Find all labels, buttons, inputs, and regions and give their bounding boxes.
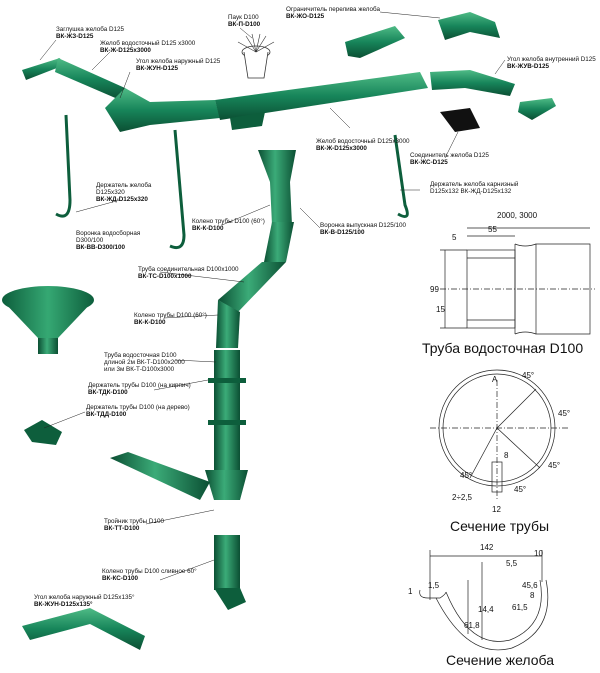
label-corner-135: Угол желоба наружный D125х135°ВК-ЖУН-D12… [34,594,135,609]
dim-55b: 5,5 [506,559,518,568]
gutter-middle [215,72,428,130]
title-gutter-section: Сечение желоба [446,652,555,668]
angle-5: 45° [460,471,472,480]
overflow-limiter [345,12,500,58]
gutter-holders [55,114,409,250]
angle-4: 45° [514,485,526,494]
dim-12: 12 [492,505,501,514]
leader-lines [39,11,506,581]
dim-456: 45,6 [522,581,538,590]
dim-618: 61,8 [464,621,480,630]
downpipe-assembly [110,150,296,610]
dim-99: 99 [430,285,439,294]
dim-5: 5 [452,233,457,242]
section-a: A [492,375,498,384]
collector-funnel [2,286,94,354]
label-elbow-1: Колено трубы D100 (60°)ВК-К-D100 [192,218,265,233]
pipe-holder-wood [24,420,62,445]
label-elbow-2: Колено трубы D100 (60°)ВК-К-D100 [134,312,207,327]
gutter-left [22,58,220,132]
dim-144: 14,4 [478,605,494,614]
dim-142: 142 [480,543,494,552]
dim-10: 10 [534,549,543,558]
dim-thickness: 2÷2,5 [452,493,473,502]
label-holder-wood: Держатель трубы D100 (на дерево)ВК-ТДД-D… [86,404,190,419]
dim-8b: 8 [530,591,535,600]
dim-length: 2000, 3000 [497,211,538,220]
dim-15: 15 [436,305,445,314]
gutter-corner-135 [22,608,145,650]
dim-55: 55 [488,225,497,234]
gutter-connector [440,108,480,132]
title-pipe-section: Сечение трубы [450,518,550,534]
dim-615: 61,5 [512,603,528,612]
angle-3: 45° [548,461,560,470]
title-pipe: Труба водосточная D100 [422,340,584,356]
angle-1: 45° [522,371,534,380]
label-holder-brick: Держатель трубы D100 (на кирпич)ВК-ТДК-D… [88,382,191,397]
dim-8: 8 [504,451,509,460]
dim-1: 1 [408,587,413,596]
label-drain-elbow: Колено трубы D100 сливное 60°ВК-КС-D100 [102,568,197,583]
gutter-right [430,70,556,120]
dim-15b: 1,5 [428,581,440,590]
angle-2: 45° [558,409,570,418]
spider [237,33,275,79]
